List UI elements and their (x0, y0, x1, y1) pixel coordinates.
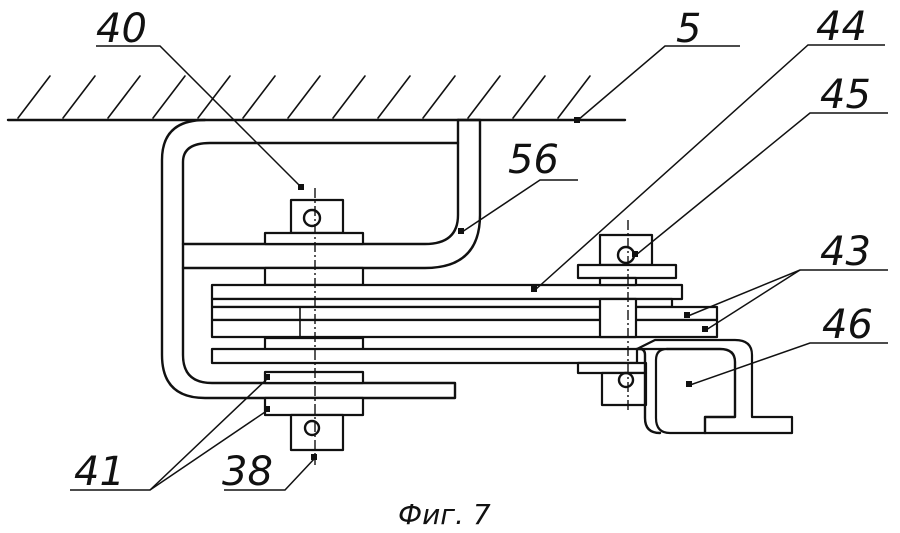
arm-56 (181, 118, 482, 270)
pin-40 (263, 198, 365, 246)
label-40: 40 (96, 6, 147, 52)
label-45: 45 (820, 72, 871, 118)
label-5: 5 (676, 6, 701, 52)
leaders (70, 44, 888, 491)
label-43: 43 (820, 229, 871, 275)
label-38: 38 (222, 449, 273, 495)
figure-caption: Фиг. 7 (398, 498, 491, 531)
pin-38 (263, 396, 365, 452)
label-56: 56 (508, 137, 559, 183)
bracket-46 (635, 338, 794, 435)
pin-45 (576, 233, 678, 407)
reference-labels: 40 5 44 45 56 43 46 41 38 (74, 4, 873, 495)
base-surface-5 (6, 75, 627, 122)
label-41: 41 (74, 449, 125, 495)
label-46: 46 (822, 302, 873, 348)
link-plates (210, 283, 719, 365)
label-44: 44 (816, 4, 867, 50)
c-bracket (160, 118, 460, 400)
axis-lines (314, 188, 629, 465)
